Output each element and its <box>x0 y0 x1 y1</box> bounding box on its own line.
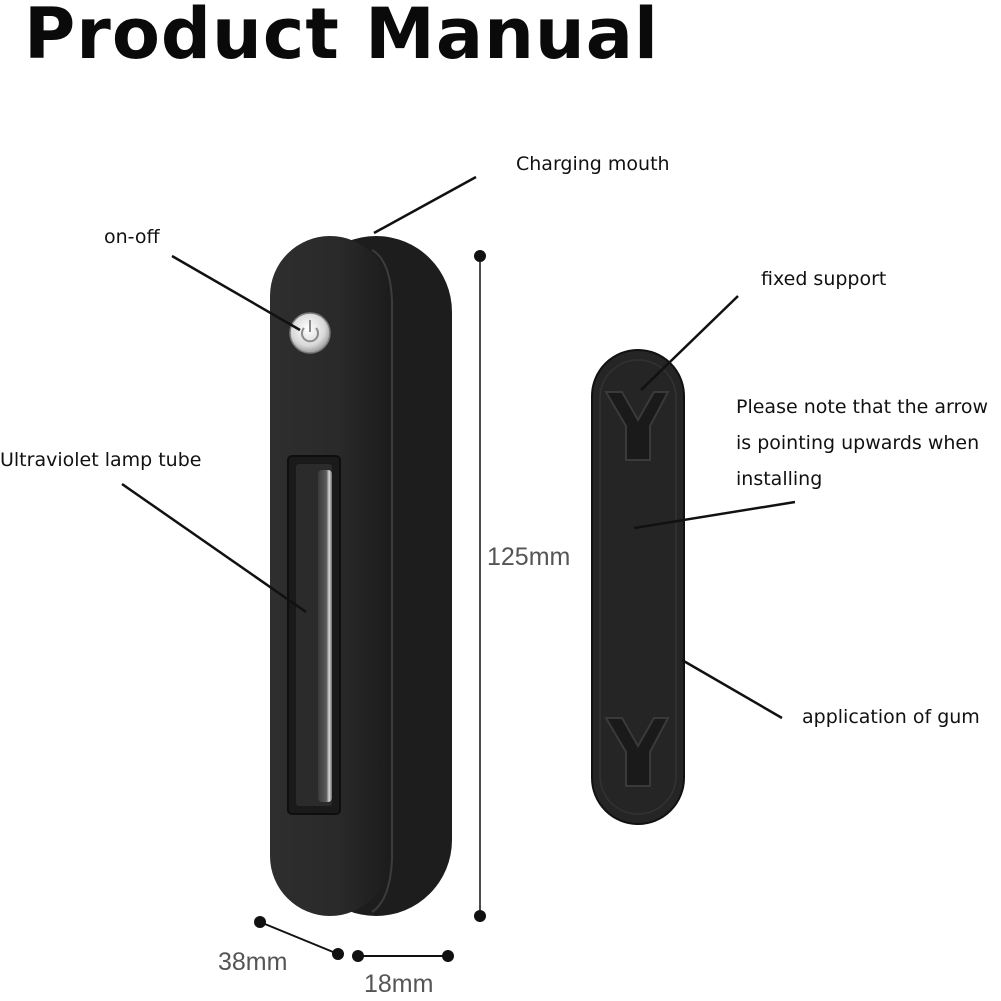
label-charging-mouth: Charging mouth <box>516 153 670 175</box>
device-edge-highlight <box>371 249 393 913</box>
dimension-height-marker <box>474 250 486 922</box>
label-lamp-tube: Ultraviolet lamp tube <box>0 449 202 471</box>
dimension-width-label: 38mm <box>218 948 288 976</box>
uv-lamp-device <box>270 236 452 916</box>
label-fixed-support: fixed support <box>761 268 887 290</box>
ultraviolet-lamp-tube <box>318 470 332 802</box>
power-button[interactable] <box>289 312 331 354</box>
leader-lamp-tube <box>121 482 307 614</box>
label-application-gum: application of gum <box>802 706 980 728</box>
bracket-inner-edge <box>599 359 677 815</box>
leader-on-off <box>171 254 301 332</box>
leader-lines <box>121 175 796 720</box>
bracket-clip-top <box>604 391 670 461</box>
dimension-depth-marker <box>352 950 454 962</box>
arrow-note-line-3: installing <box>736 468 823 490</box>
leader-arrow-note <box>633 500 796 530</box>
dimension-height-label: 125mm <box>487 543 571 571</box>
label-on-off: on-off <box>104 226 160 248</box>
fixed-support-bracket <box>591 349 685 825</box>
dimension-width-marker <box>254 916 344 960</box>
leader-charging-mouth <box>373 175 477 235</box>
bracket-plate <box>591 349 685 825</box>
arrow-note-line-1: Please note that the arrow <box>736 396 989 418</box>
page-title: Product Manual <box>24 0 659 75</box>
leader-fixed-support <box>640 295 739 391</box>
dimension-depth-label: 18mm <box>364 970 434 998</box>
label-arrow-note: Please note that the arrow is pointing u… <box>736 389 988 497</box>
leader-application-gum <box>681 658 783 720</box>
bracket-clip-bottom <box>604 717 670 787</box>
arrow-note-line-2: is pointing upwards when <box>736 432 980 454</box>
power-icon <box>301 320 319 343</box>
